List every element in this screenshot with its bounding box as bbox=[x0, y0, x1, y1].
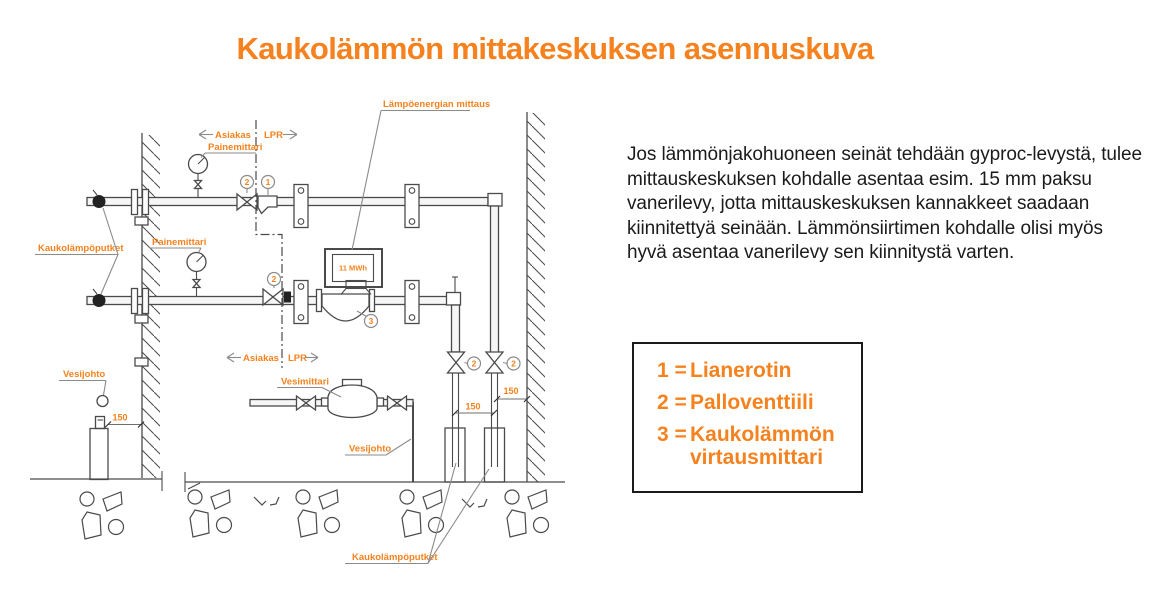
legend-box: 1 = Lianerotin 2 = Palloventtiili 3 = Ka… bbox=[632, 342, 863, 493]
legend-num-2: 2 = bbox=[657, 391, 687, 414]
pipe-anchor bbox=[92, 195, 106, 208]
dimension-between-pipes: 150 bbox=[451, 402, 498, 417]
pressure-gauge-bottom bbox=[186, 251, 207, 296]
legend-num-1: 1 = bbox=[657, 359, 687, 382]
svg-text:1: 1 bbox=[266, 177, 271, 187]
legend-label-3b: virtausmittari bbox=[690, 446, 824, 469]
label-asiakas-top: Asiakas bbox=[215, 130, 251, 141]
legend-label-3: Kaukolämmön bbox=[690, 423, 835, 446]
right-wall bbox=[526, 112, 545, 482]
label-heat-energy-metering: Lämpöenergian mittaus bbox=[351, 99, 490, 251]
svg-text:150: 150 bbox=[465, 402, 480, 412]
info-paragraph: Jos lämmönjakohuoneen seinät tehdään gyp… bbox=[627, 144, 1142, 263]
svg-text:Vesijohto: Vesijohto bbox=[63, 369, 105, 380]
svg-text:Kaukolämpöputket: Kaukolämpöputket bbox=[38, 243, 124, 254]
pipe-anchor bbox=[92, 294, 106, 307]
label-kaukolampoputket-left: Kaukolämpöputket bbox=[35, 207, 124, 295]
energy-meter-display: 11 MWh bbox=[324, 248, 383, 295]
label-lpr-bottom: LPR bbox=[288, 353, 307, 364]
label-painemittari-mid: Painemittari bbox=[149, 237, 206, 253]
pipe-brackets bbox=[293, 183, 420, 325]
legend-label-2: Palloventtiili bbox=[690, 391, 814, 414]
meter-reading: 11 MWh bbox=[339, 264, 367, 273]
legend-item-virtausmittari: 3 = Kaukolämmön virtausmittari bbox=[657, 423, 851, 469]
label-vesijohto-mid: Vesijohto bbox=[345, 438, 412, 456]
callout-1: 1 bbox=[260, 174, 276, 195]
pressure-gauge-top bbox=[187, 153, 209, 197]
dh-pipe-supply bbox=[86, 188, 503, 354]
dimension-water-wall: 150 bbox=[104, 413, 145, 428]
legend-item-lianerotin: 1 = Lianerotin bbox=[657, 359, 851, 383]
boundary-labels-bottom: Asiakas LPR bbox=[226, 352, 319, 364]
svg-text:Vesijohto: Vesijohto bbox=[349, 444, 391, 455]
svg-text:2: 2 bbox=[245, 177, 250, 187]
svg-text:2: 2 bbox=[511, 359, 516, 369]
label-vesijohto-left: Vesijohto bbox=[59, 369, 107, 396]
ball-valve-top bbox=[236, 192, 258, 212]
label-vesimittari: Vesimittari bbox=[277, 377, 342, 398]
label-lpr-top: LPR bbox=[264, 130, 283, 141]
riser-valve-left: 2 bbox=[446, 351, 482, 374]
wall-clamps bbox=[134, 216, 149, 367]
page-title: Kaukolämmön mittakeskuksen asennuskuva bbox=[236, 31, 874, 66]
svg-text:2: 2 bbox=[472, 359, 477, 369]
label-asiakas-bottom: Asiakas bbox=[243, 353, 279, 364]
svg-text:Kaukolämpöputket: Kaukolämpöputket bbox=[352, 552, 438, 563]
callout-2-top: 2 bbox=[239, 174, 255, 193]
svg-text:Painemittari: Painemittari bbox=[208, 142, 262, 153]
label-painemittari-top: Painemittari bbox=[200, 142, 262, 158]
svg-text:3: 3 bbox=[369, 316, 374, 326]
svg-text:Lämpöenergian mittaus: Lämpöenergian mittaus bbox=[383, 99, 490, 110]
svg-text:2: 2 bbox=[272, 274, 277, 284]
water-meter-symbol bbox=[320, 378, 385, 419]
callout-3: 3 bbox=[356, 310, 379, 329]
boundary-line bbox=[255, 120, 283, 368]
legend-label-1: Lianerotin bbox=[690, 359, 792, 382]
fixed-flange bbox=[284, 291, 291, 303]
water-stub-left bbox=[89, 394, 109, 481]
label-kaukolampoputket-bottom: Kaukolämpöputket bbox=[345, 462, 490, 565]
ball-valve-return bbox=[262, 287, 284, 307]
callout-2-return: 2 bbox=[266, 271, 282, 288]
rubble-pattern bbox=[79, 489, 550, 540]
svg-text:150: 150 bbox=[503, 386, 518, 396]
svg-text:Vesimittari: Vesimittari bbox=[281, 377, 329, 388]
boundary-labels-top: Asiakas LPR bbox=[198, 129, 298, 141]
strainer-symbol bbox=[257, 195, 278, 215]
installation-diagram: 2 1 2 11 MWh 3 2 bbox=[30, 99, 565, 565]
dimension-right-wall: 150 bbox=[493, 386, 531, 403]
legend-item-palloventtiili: 2 = Palloventtiili bbox=[657, 391, 851, 415]
svg-text:Painemittari: Painemittari bbox=[152, 237, 206, 248]
svg-text:150: 150 bbox=[112, 413, 127, 423]
floor-sleeves bbox=[444, 373, 506, 483]
flow-meter bbox=[315, 288, 376, 322]
legend-num-3: 3 = bbox=[657, 423, 687, 446]
riser-valve-right: 2 bbox=[484, 351, 521, 374]
water-line bbox=[249, 378, 414, 482]
